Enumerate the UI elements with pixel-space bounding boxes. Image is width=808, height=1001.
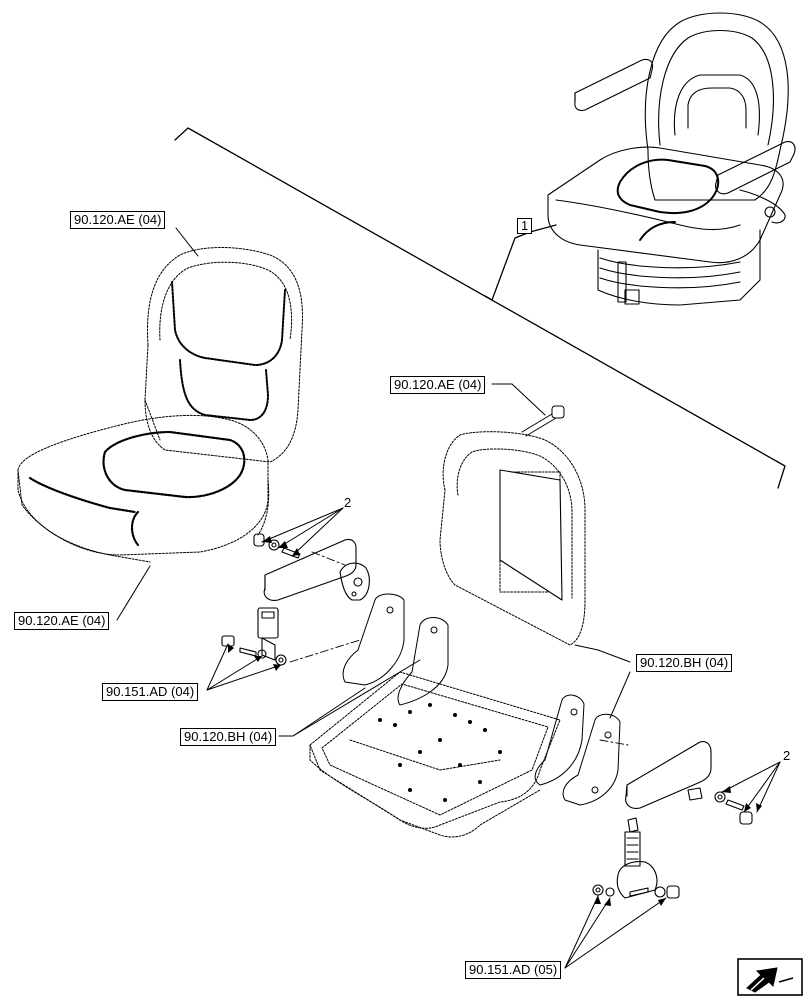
next-page-arrow-icon[interactable] (737, 958, 803, 996)
side-bracket-left (342, 593, 449, 706)
callout-seat-cushion-bottom[interactable]: 90.120.AE (04) (14, 612, 110, 630)
armrest-right (625, 741, 753, 825)
seatbelt-buckle-right (592, 817, 680, 899)
item-number-armrest-right: 2 (783, 748, 791, 763)
assembly-centerlines (289, 551, 629, 746)
callout-backrest-screw[interactable]: 90.120.AE (04) (390, 376, 486, 394)
callout-seat-cushion-top[interactable]: 90.120.AE (04) (70, 211, 166, 229)
backrest-screw (521, 405, 565, 437)
seat-assembly (547, 12, 796, 306)
leader-lines (116, 227, 781, 969)
seatbelt-buckle-left (221, 607, 287, 666)
item-number-armrest-left: 2 (344, 495, 352, 510)
item-number-seat-assembly: 1 (517, 218, 533, 234)
callout-frame-right[interactable]: 90.120.BH (04) (636, 654, 733, 672)
side-bracket-right (534, 694, 621, 806)
seat-base-frame (309, 671, 561, 838)
assembly-bracket-lines (174, 127, 786, 489)
callout-frame-left[interactable]: 90.120.BH (04) (180, 728, 277, 746)
armrest-left (253, 533, 370, 601)
leader-arrowheads (228, 536, 762, 906)
seat-cushion-backrest-left (17, 247, 304, 563)
callout-belt-left[interactable]: 90.151.AD (04) (102, 683, 199, 701)
seat-base-holes (378, 703, 502, 802)
callout-belt-right[interactable]: 90.151.AD (05) (465, 961, 562, 979)
backrest-pad (499, 469, 563, 601)
